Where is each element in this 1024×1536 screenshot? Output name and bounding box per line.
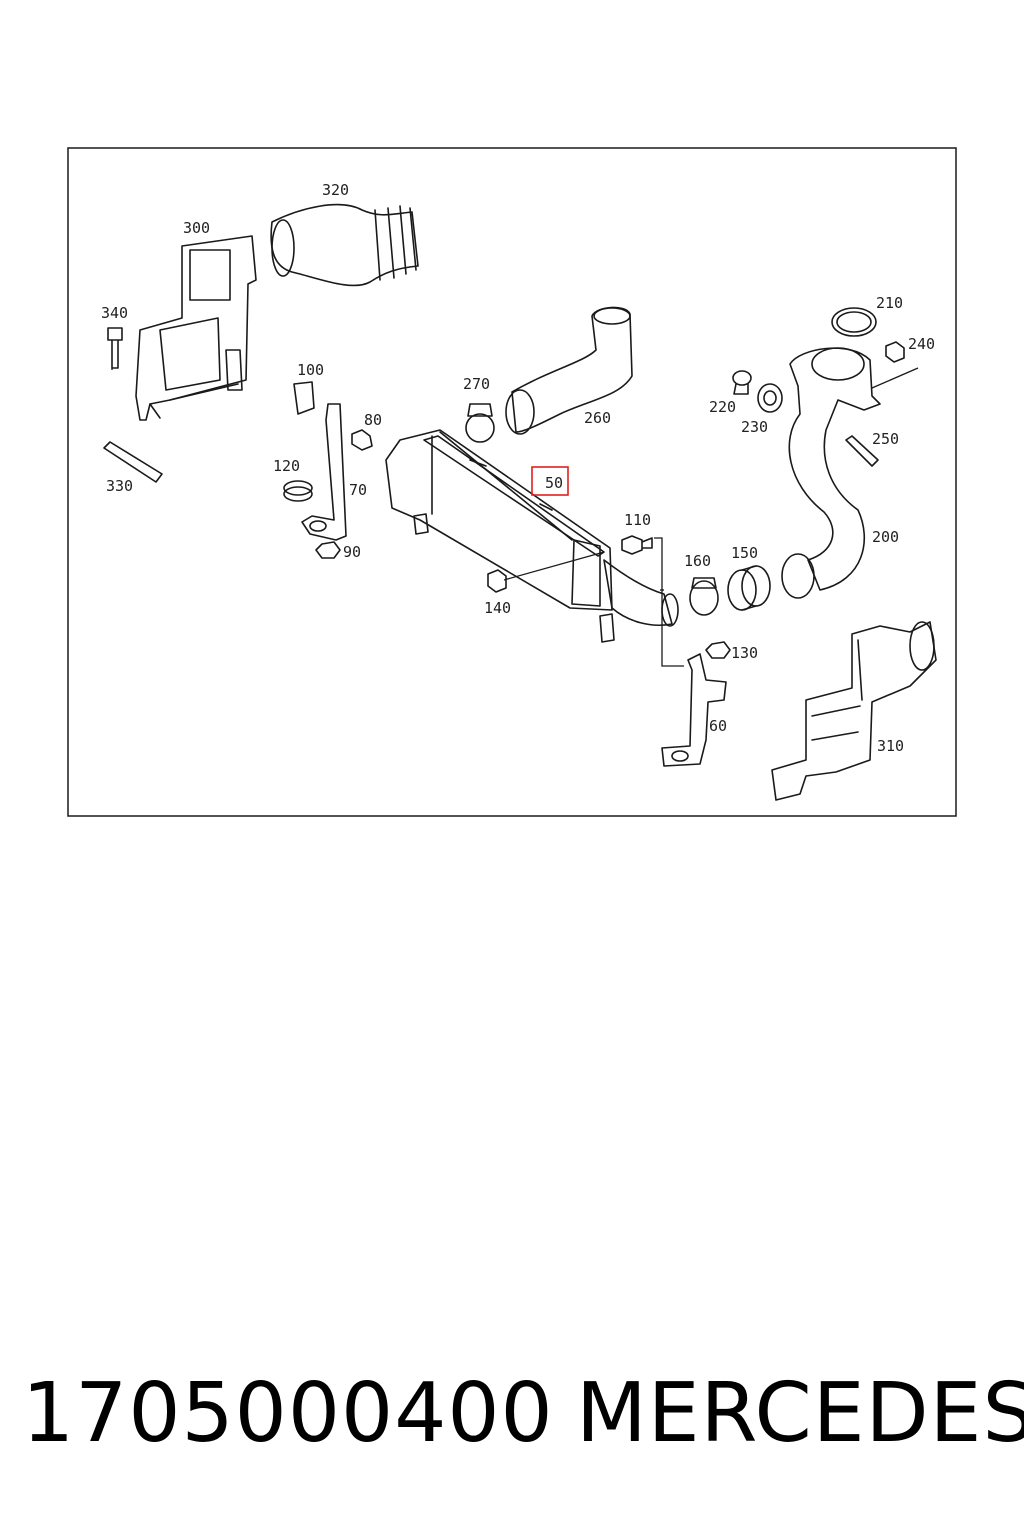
part-number: 1705000400 <box>22 1366 554 1461</box>
part-310-air-duct <box>771 621 937 801</box>
footer: 1705000400 MERCEDES <box>0 1366 1024 1476</box>
callout-230: 230 <box>741 418 768 436</box>
part-250-stud <box>845 435 879 467</box>
part-270-clamp <box>465 403 495 443</box>
callout-320: 320 <box>322 181 349 199</box>
part-110-bolt <box>621 535 653 555</box>
part-60-bracket <box>661 653 727 767</box>
callout-120: 120 <box>273 457 300 475</box>
brand-name: MERCEDES <box>576 1366 1024 1461</box>
callout-210: 210 <box>876 294 903 312</box>
part-330-rod <box>103 441 163 483</box>
diagram-frame <box>67 147 957 817</box>
part-150-sleeve <box>727 565 771 611</box>
part-80-bolt <box>351 429 373 451</box>
callout-130: 130 <box>731 644 758 662</box>
callout-300: 300 <box>183 219 210 237</box>
callout-60: 60 <box>709 717 727 735</box>
callout-160: 160 <box>684 552 711 570</box>
part-320-intake-hose <box>270 203 419 287</box>
callout-50: 50 <box>545 474 563 492</box>
part-240-nut <box>885 341 905 363</box>
callout-80: 80 <box>364 411 382 429</box>
callout-140: 140 <box>484 599 511 617</box>
callout-310: 310 <box>877 737 904 755</box>
part-300-air-duct <box>135 235 257 421</box>
part-340-bolt <box>107 327 123 369</box>
highlight-box-50 <box>531 466 569 496</box>
part-210-o-ring <box>831 307 877 337</box>
part-90-nut <box>315 541 341 559</box>
callout-220: 220 <box>709 398 736 416</box>
callout-340: 340 <box>101 304 128 322</box>
callout-260: 260 <box>584 409 611 427</box>
part-160-clamp <box>689 577 719 616</box>
callout-100: 100 <box>297 361 324 379</box>
part-130-nut <box>705 641 731 659</box>
callout-110: 110 <box>624 511 651 529</box>
part-140-nut <box>487 569 507 593</box>
part-120-grommet <box>283 480 313 502</box>
part-230-grommet <box>757 383 783 413</box>
part-70-bracket <box>301 403 347 541</box>
callout-200: 200 <box>872 528 899 546</box>
part-50-intercooler <box>385 429 679 643</box>
leader-lines <box>111 367 919 667</box>
part-100-clip <box>293 381 315 415</box>
callout-90: 90 <box>343 543 361 561</box>
part-260-charge-air-hose <box>505 306 633 435</box>
part-200-pipe <box>781 347 881 599</box>
part-220-bolt <box>732 370 752 395</box>
callout-150: 150 <box>731 544 758 562</box>
callout-labels: 320 300 340 330 100 80 120 70 90 270 260… <box>101 181 935 755</box>
callout-270: 270 <box>463 375 490 393</box>
callout-330: 330 <box>106 477 133 495</box>
callout-250: 250 <box>872 430 899 448</box>
callout-70: 70 <box>349 481 367 499</box>
callout-240: 240 <box>908 335 935 353</box>
